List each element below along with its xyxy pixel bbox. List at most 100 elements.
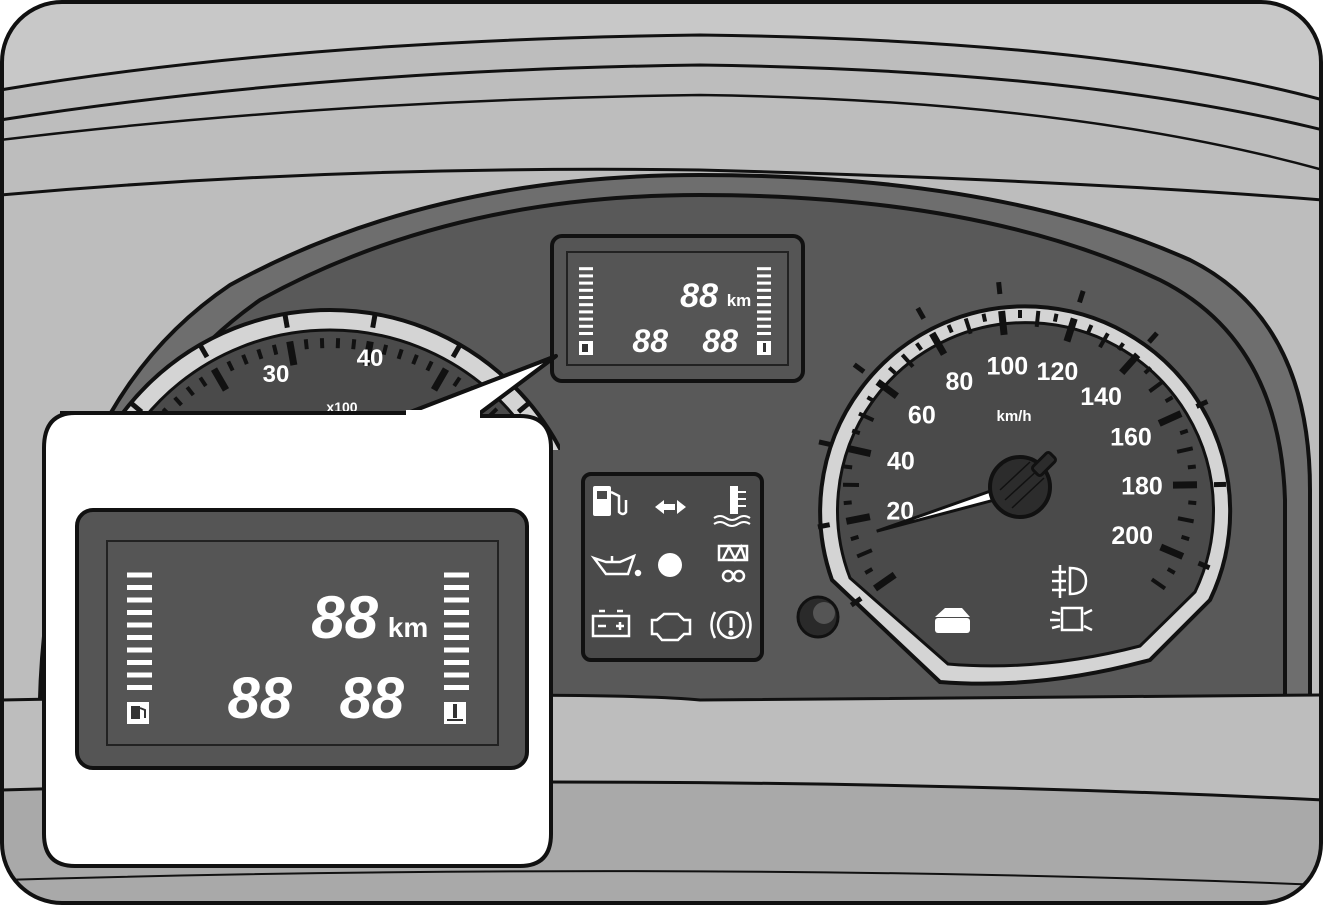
- speedo-label: 120: [1037, 358, 1079, 386]
- speedo-tick: [1148, 380, 1164, 394]
- tach-tick: [362, 340, 374, 366]
- speedo-ring-notch: [818, 439, 832, 448]
- coolant-temperature-icon: [713, 486, 751, 527]
- temp-level-bar: [444, 647, 469, 653]
- mini-temp-level-bar: [757, 332, 771, 335]
- mini-fuel-level-bar: [579, 267, 593, 271]
- speedo-tick: [1098, 332, 1110, 349]
- speedo-tick: [998, 310, 1008, 336]
- fuel-level-bar: [127, 585, 152, 590]
- speedo-tick: [1187, 464, 1197, 470]
- speedo-label: 100: [986, 353, 1028, 381]
- tach-tick: [271, 344, 279, 356]
- brake-warning-icon: [710, 610, 752, 640]
- fuel-level-bar: [127, 685, 152, 690]
- tach-label-40: 40: [357, 345, 384, 372]
- speedo-label: 200: [1111, 522, 1153, 550]
- tach-ring-notch: [450, 343, 463, 359]
- mini-lcd-display: 88 km 88 88: [550, 234, 805, 383]
- battery-icon: [591, 609, 631, 638]
- speedo-tick: [856, 548, 873, 559]
- needle-tail: [1031, 451, 1057, 477]
- tach-ring-notch: [516, 400, 531, 414]
- warning-lights-panel: [581, 472, 764, 662]
- mini-temp-level-bar: [757, 288, 771, 292]
- speedo-ring-notch: [1195, 399, 1209, 409]
- tach-tick: [256, 348, 264, 360]
- speedo-tick: [1150, 577, 1167, 591]
- coolant-level-icon: [444, 702, 466, 724]
- turn-signal-icon: [655, 500, 686, 514]
- tach-tick: [452, 376, 462, 388]
- temp-level-bar: [444, 585, 469, 590]
- big-trip-value: 88: [311, 584, 378, 651]
- mini-fuel-level-bar: [579, 317, 593, 321]
- speedo-tick: [915, 342, 923, 351]
- speedo-tick: [846, 444, 872, 457]
- tach-ring-notch: [197, 343, 210, 359]
- speedo-tick: [873, 571, 897, 592]
- fuel-level-bar: [127, 622, 152, 628]
- engine-check-icon: [650, 612, 692, 642]
- mini-temp-level-bar: [757, 274, 771, 278]
- tach-tick: [286, 340, 298, 366]
- front-fog-icon: [1052, 565, 1088, 598]
- speedo-ring-notch: [1197, 560, 1211, 571]
- fuel-level-bar: [127, 597, 152, 603]
- speedo-label: 80: [946, 368, 974, 396]
- speedo-label: 60: [908, 402, 936, 430]
- fuel-level-bar: [127, 647, 152, 653]
- preheat-icon: [717, 543, 749, 583]
- mini-trip-unit: km: [727, 291, 752, 310]
- speedo-unit: km/h: [996, 408, 1031, 425]
- speedo-tick: [1179, 428, 1189, 436]
- trip-reset-knob[interactable]: [796, 595, 840, 639]
- tach-tick: [185, 385, 195, 397]
- mini-fuel-level-bar: [579, 288, 593, 292]
- speedo-tick: [963, 317, 973, 335]
- speedo-ring-notch: [1147, 331, 1159, 344]
- speedo-tick: [1034, 310, 1041, 328]
- temp-level-bar: [444, 672, 469, 678]
- tach-ring-notch: [129, 400, 144, 414]
- speedo-tick: [981, 313, 988, 323]
- fuel-pump-icon: [593, 486, 628, 516]
- tach-tick: [425, 360, 434, 372]
- fuel-level-bar: [127, 635, 152, 640]
- mini-clock-hours: 88: [632, 323, 668, 359]
- speedo-tick: [864, 567, 874, 575]
- speedo-tick: [1119, 352, 1141, 376]
- big-lcd-display: 88 km 88 88: [75, 508, 529, 770]
- speedo-tick: [1117, 342, 1125, 351]
- speedo-ring-notch: [817, 522, 831, 530]
- tach-tick: [411, 354, 419, 365]
- speedo-ring-notch: [1077, 290, 1086, 304]
- oil-pressure-icon: [590, 553, 642, 577]
- tach-tick: [351, 339, 357, 350]
- big-clock-minutes: 88: [339, 666, 404, 731]
- temp-level-bar: [444, 597, 469, 603]
- mini-trip-value: 88: [680, 277, 718, 315]
- fuel-level-bar: [127, 672, 152, 678]
- mini-fuel-level-bar: [579, 310, 593, 314]
- mini-fuel-level-bar: [579, 281, 593, 285]
- speedo-tick: [1164, 395, 1174, 404]
- speedo-tick: [866, 395, 876, 404]
- door-open-icon: [935, 608, 970, 633]
- tach-tick: [381, 344, 389, 356]
- speedo-tick: [1157, 410, 1183, 427]
- speedo-label: 180: [1121, 472, 1163, 500]
- speedo-label: 160: [1110, 423, 1152, 451]
- speedo-tick: [1166, 567, 1176, 575]
- mini-temp-level-bar: [757, 310, 771, 314]
- speedo-tick: [1180, 534, 1190, 542]
- speedo-ring-notch: [849, 596, 863, 608]
- speedo-tick: [851, 428, 861, 436]
- tach-ring-notch: [370, 313, 378, 329]
- tach-tick: [226, 360, 235, 372]
- tach-tick: [210, 367, 230, 392]
- parking-light-icon: [1050, 606, 1093, 632]
- speedo-tick: [843, 464, 853, 470]
